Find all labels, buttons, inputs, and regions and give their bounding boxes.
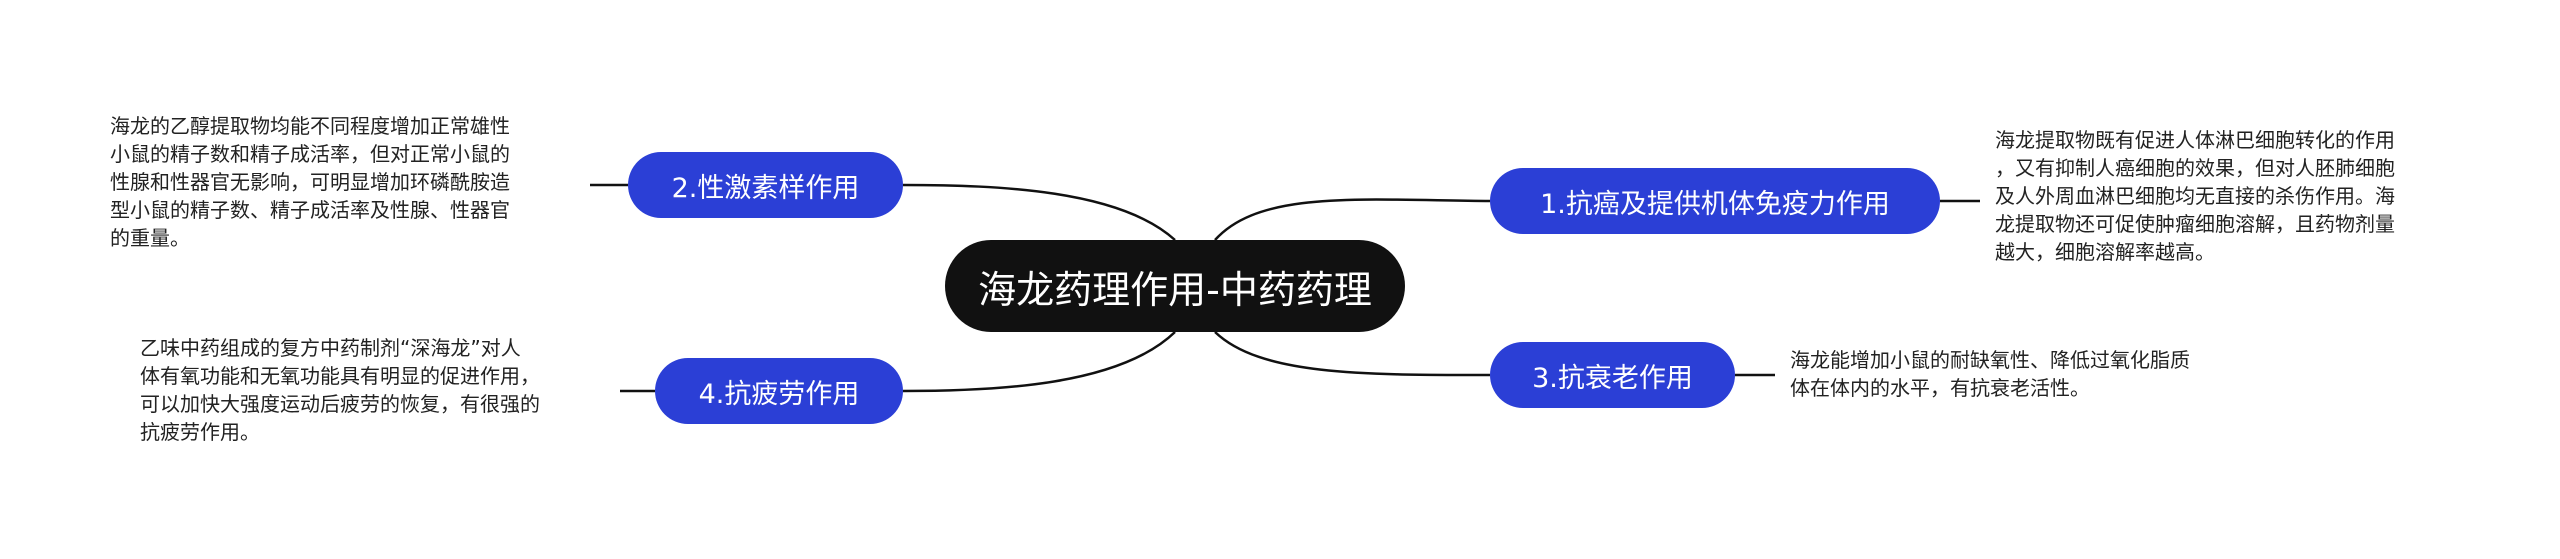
connector-root-topic-4 (902, 331, 1176, 393)
connector-root-topic-2 (902, 183, 1176, 241)
note-anti-fatigue: 乙味中药组成的复方中药制剂“深海龙”对人 体有氧功能和无氧功能具有明显的促进作用… (140, 336, 540, 444)
note-anticancer-immunity: 海龙提取物既有促进人体淋巴细胞转化的作用 ，又有抑制人癌细胞的效果，但对人胚肺细… (1995, 128, 2395, 264)
topic-anti-fatigue[interactable]: 4.抗疲劳作用 (655, 358, 903, 424)
note-anti-aging: 海龙能增加小鼠的耐缺氧性、降低过氧化脂质 体在体内的水平，有抗衰老活性。 (1790, 348, 2190, 400)
connector-root-topic-1 (1214, 198, 1491, 241)
topic-anticancer-immunity[interactable]: 1.抗癌及提供机体免疫力作用 (1490, 168, 1940, 234)
note-sex-hormone-like: 海龙的乙醇提取物均能不同程度增加正常雄性 小鼠的精子数和精子成活率，但对正常小鼠… (110, 114, 510, 250)
root-topic[interactable]: 海龙药理作用-中药药理 (945, 240, 1405, 332)
topic-anti-aging[interactable]: 3.抗衰老作用 (1490, 342, 1735, 408)
connector-root-topic-3 (1214, 331, 1491, 377)
topic-sex-hormone-like[interactable]: 2.性激素样作用 (628, 152, 903, 218)
